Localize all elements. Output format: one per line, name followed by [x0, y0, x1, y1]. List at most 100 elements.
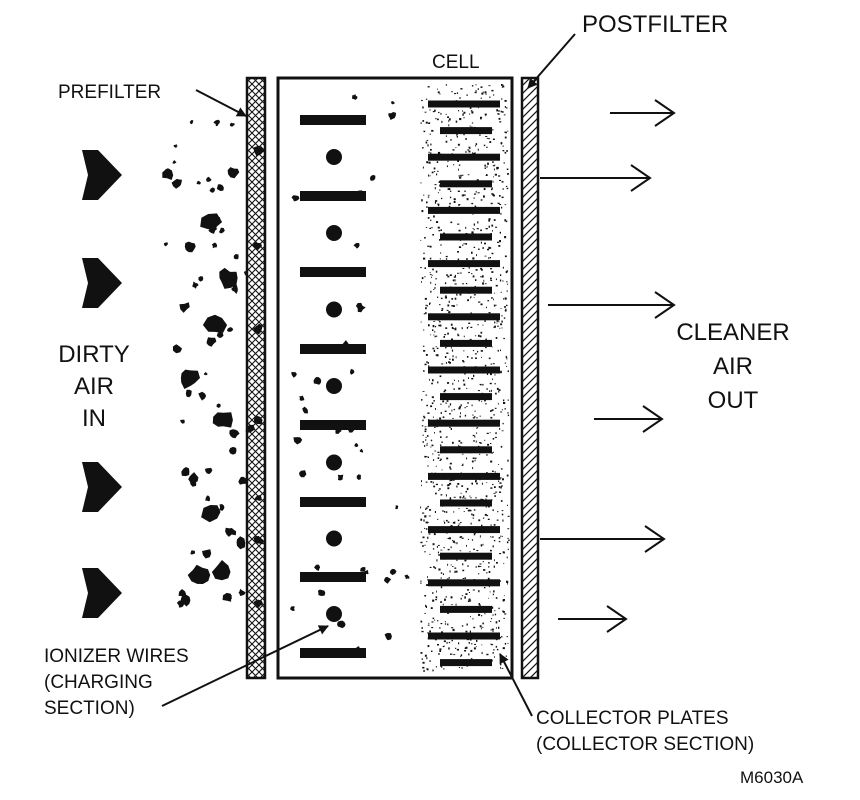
- dirty-air-in-line-3: IN: [82, 405, 106, 432]
- dust-speck: [472, 275, 475, 278]
- dirt-particle: [353, 242, 360, 249]
- dust-speck: [488, 312, 491, 314]
- dust-speck: [501, 535, 503, 537]
- dust-speck: [446, 436, 448, 438]
- dust-speck: [444, 623, 447, 625]
- dust-speck: [427, 456, 429, 458]
- dust-speck: [437, 381, 439, 384]
- dust-speck: [447, 538, 450, 539]
- dust-speck: [488, 225, 490, 228]
- dirt-particle: [238, 476, 248, 485]
- dust-speck: [477, 228, 479, 230]
- dust-speck: [428, 151, 430, 153]
- dust-speck: [455, 570, 458, 573]
- dust-speck: [491, 389, 492, 392]
- dust-speck: [496, 320, 499, 322]
- dust-speck: [435, 483, 438, 486]
- dust-speck: [473, 229, 475, 231]
- dust-speck: [507, 548, 509, 551]
- dust-speck: [504, 136, 507, 139]
- dust-speck: [500, 411, 503, 413]
- collector-plate: [440, 499, 492, 507]
- dust-speck: [457, 519, 460, 522]
- dust-speck: [450, 564, 452, 566]
- dust-speck: [478, 301, 481, 303]
- dust-speck: [424, 430, 427, 433]
- dust-speck: [448, 118, 451, 121]
- dust-speck: [439, 321, 441, 323]
- dust-speck: [431, 382, 433, 385]
- dust-speck: [452, 521, 455, 524]
- dust-speck: [437, 204, 440, 207]
- dust-speck: [493, 565, 495, 568]
- dust-speck: [500, 274, 502, 276]
- dust-speck: [456, 134, 458, 136]
- dust-speck: [459, 118, 462, 121]
- dust-speck: [485, 495, 488, 498]
- dust-speck: [451, 326, 454, 329]
- ionizer-plate: [300, 344, 366, 354]
- dust-speck: [488, 357, 491, 360]
- dirt-particle: [203, 371, 208, 376]
- dust-speck: [474, 205, 477, 208]
- dust-speck: [422, 536, 425, 539]
- dust-speck: [438, 488, 441, 490]
- dust-speck: [486, 137, 489, 139]
- dust-speck: [504, 297, 507, 300]
- dust-speck: [438, 181, 440, 183]
- dust-speck: [479, 604, 481, 607]
- dust-speck: [474, 459, 476, 462]
- dust-speck: [486, 146, 488, 148]
- dirt-particle: [216, 184, 224, 191]
- dust-speck: [473, 416, 476, 418]
- dust-speck: [424, 544, 426, 546]
- dust-speck: [458, 523, 461, 525]
- dust-speck: [484, 612, 486, 615]
- dust-speck: [451, 91, 453, 93]
- dust-speck: [494, 407, 497, 409]
- dust-speck: [457, 223, 460, 225]
- dust-speck: [495, 645, 498, 648]
- dust-speck: [495, 284, 498, 287]
- dust-speck: [429, 274, 432, 276]
- dust-speck: [430, 439, 433, 442]
- collector-plate: [428, 579, 500, 587]
- collector-plate: [428, 260, 500, 268]
- dust-speck: [472, 414, 474, 416]
- dust-speck: [500, 445, 503, 448]
- dust-speck: [421, 630, 424, 633]
- dust-speck: [444, 522, 446, 524]
- dust-speck: [466, 487, 469, 491]
- dust-speck: [472, 457, 475, 459]
- dust-speck: [447, 116, 449, 118]
- dust-speck: [460, 522, 462, 523]
- dust-speck: [441, 308, 444, 310]
- dust-speck: [433, 321, 436, 322]
- dust-speck: [488, 219, 491, 222]
- dust-speck: [423, 194, 425, 196]
- dust-speck: [424, 527, 426, 529]
- dust-speck: [498, 464, 499, 465]
- dust-speck: [441, 469, 443, 471]
- dust-speck: [504, 309, 507, 312]
- dust-speck: [467, 589, 470, 591]
- dust-speck: [441, 631, 443, 633]
- dust-speck: [438, 324, 441, 327]
- dust-speck: [430, 334, 432, 336]
- dust-speck: [432, 669, 434, 672]
- dust-speck: [442, 573, 444, 575]
- ionizer-label-line-3: SECTION): [44, 698, 135, 719]
- dust-speck: [501, 320, 503, 323]
- dust-speck: [508, 539, 510, 541]
- dust-speck: [438, 490, 440, 491]
- dust-speck: [432, 592, 434, 594]
- dust-speck: [431, 171, 434, 174]
- dust-speck: [461, 595, 464, 597]
- dirt-particle: [216, 403, 221, 408]
- dust-speck: [463, 350, 465, 352]
- ionizer-wire: [326, 454, 342, 471]
- dust-speck: [439, 417, 442, 420]
- dust-speck: [459, 176, 462, 179]
- dust-speck: [434, 567, 437, 569]
- dust-speck: [489, 432, 491, 434]
